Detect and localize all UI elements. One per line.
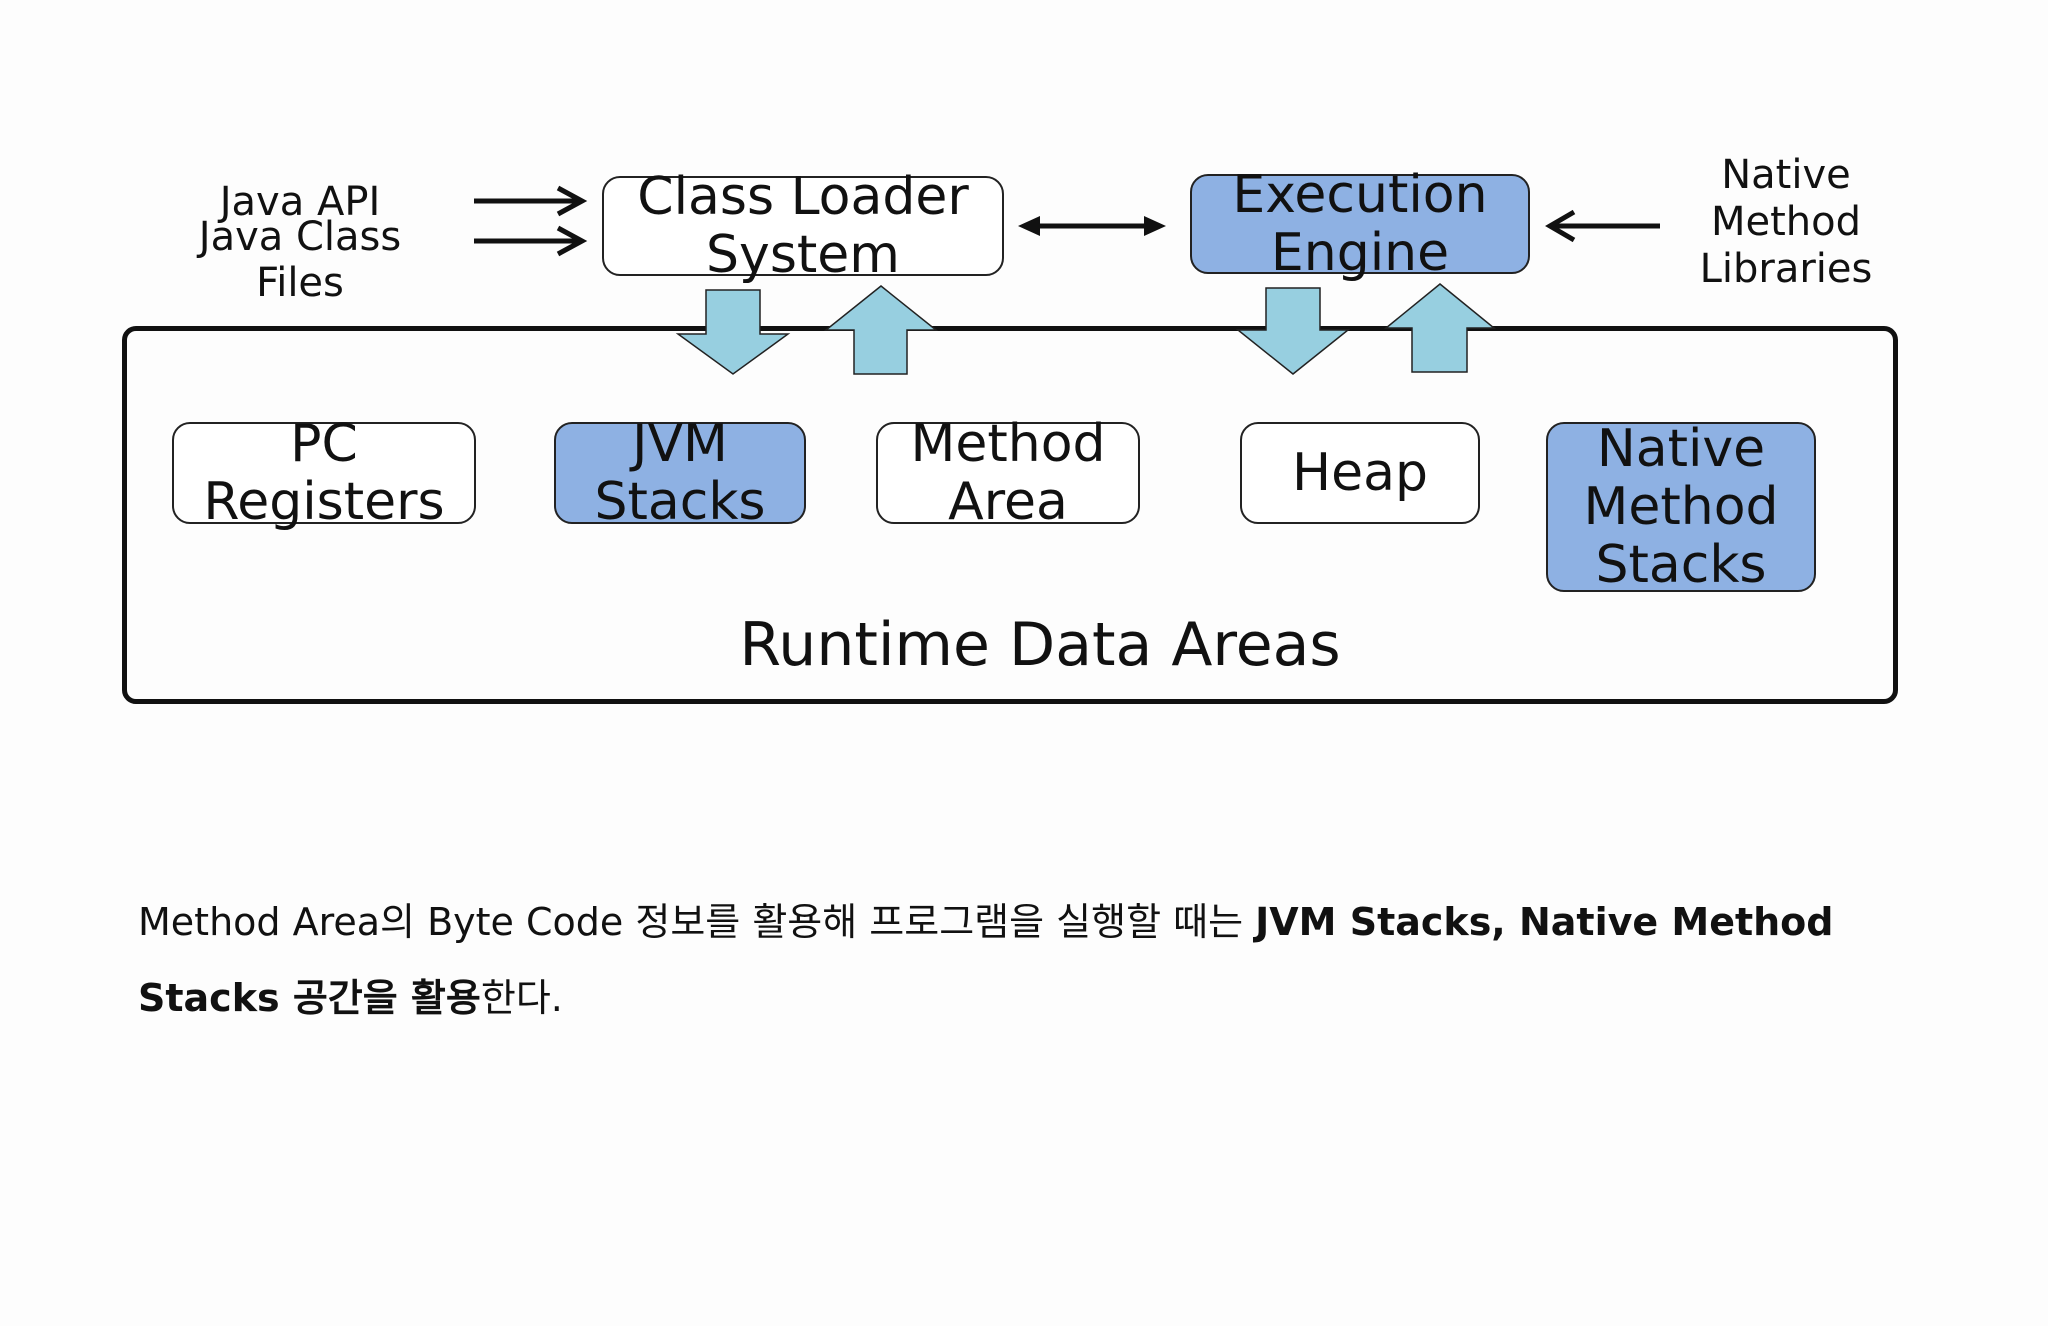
runtime-data-areas-title: Runtime Data Areas bbox=[640, 610, 1440, 680]
execution-engine-down-arrow bbox=[1235, 287, 1351, 375]
native-method-stacks-box: Native Method Stacks bbox=[1546, 419, 1816, 595]
description-caption: Method Area의 Byte Code 정보를 활용해 프로그램을 실행할… bbox=[138, 884, 1938, 1036]
caption-line-1: Method Area의 Byte Code 정보를 활용해 프로그램을 실행할… bbox=[138, 884, 1938, 960]
pc-registers-line2: Registers bbox=[203, 472, 445, 532]
caption-line1-plain: Method Area의 Byte Code 정보를 활용해 프로그램을 실행할… bbox=[138, 900, 1256, 944]
native-libraries-arrow bbox=[1545, 209, 1660, 243]
native-method-stacks-line1: Native bbox=[1596, 419, 1766, 479]
jvm-stacks-line1: JVM bbox=[632, 414, 728, 474]
execution-engine-box: Execution Engine bbox=[1190, 166, 1530, 282]
class-loader-system-box: Class Loader System bbox=[602, 168, 1004, 284]
execution-engine-line1: Execution bbox=[1232, 165, 1488, 225]
class-loader-up-arrow-shape bbox=[823, 285, 939, 375]
pc-registers-line1: PC bbox=[290, 414, 358, 474]
native-method-stacks-line3: Stacks bbox=[1595, 535, 1767, 595]
class-loader-line1: Class Loader bbox=[637, 167, 969, 227]
caption-line2-plain: 한다. bbox=[480, 976, 563, 1020]
heap-box: Heap bbox=[1240, 422, 1480, 524]
execution-engine-up-arrow bbox=[1383, 283, 1497, 373]
java-api-arrow bbox=[474, 185, 588, 217]
java-class-files-label: Java Class Files bbox=[180, 214, 420, 306]
native-method-libraries-label: Native Method Libraries bbox=[1676, 150, 1896, 294]
loader-engine-bidirectional-arrow bbox=[1018, 216, 1166, 236]
runtime-data-areas-container bbox=[122, 326, 1898, 704]
native-method-stacks-line2: Method bbox=[1583, 477, 1779, 537]
caption-line1-bold: JVM Stacks, Native Method bbox=[1255, 900, 1834, 944]
native-libraries-line3: Libraries bbox=[1699, 245, 1873, 292]
java-class-files-line1: Java Class bbox=[198, 214, 402, 260]
class-loader-line2: System bbox=[706, 225, 900, 285]
jvm-stacks-box: JVM Stacks bbox=[554, 415, 806, 531]
java-api-text: Java API bbox=[219, 179, 381, 225]
java-api-label: Java API bbox=[200, 180, 400, 224]
pc-registers-box: PC Registers bbox=[172, 415, 476, 531]
native-libraries-line2: Method bbox=[1710, 198, 1862, 245]
method-area-box: Method Area bbox=[876, 415, 1140, 531]
java-class-files-arrow bbox=[474, 225, 588, 257]
caption-line-2: Stacks 공간을 활용한다. bbox=[138, 960, 1938, 1036]
class-loader-down-arrow bbox=[675, 289, 791, 375]
method-area-line1: Method bbox=[910, 414, 1106, 474]
java-class-files-line2: Files bbox=[256, 260, 344, 306]
execution-engine-line2: Engine bbox=[1270, 223, 1450, 283]
caption-line2-bold: Stacks 공간을 활용 bbox=[138, 976, 481, 1020]
native-libraries-line1: Native bbox=[1721, 151, 1851, 198]
runtime-title-text: Runtime Data Areas bbox=[739, 610, 1341, 680]
jvm-stacks-line2: Stacks bbox=[594, 472, 766, 532]
heap-label: Heap bbox=[1292, 443, 1428, 503]
method-area-line2: Area bbox=[948, 472, 1068, 532]
